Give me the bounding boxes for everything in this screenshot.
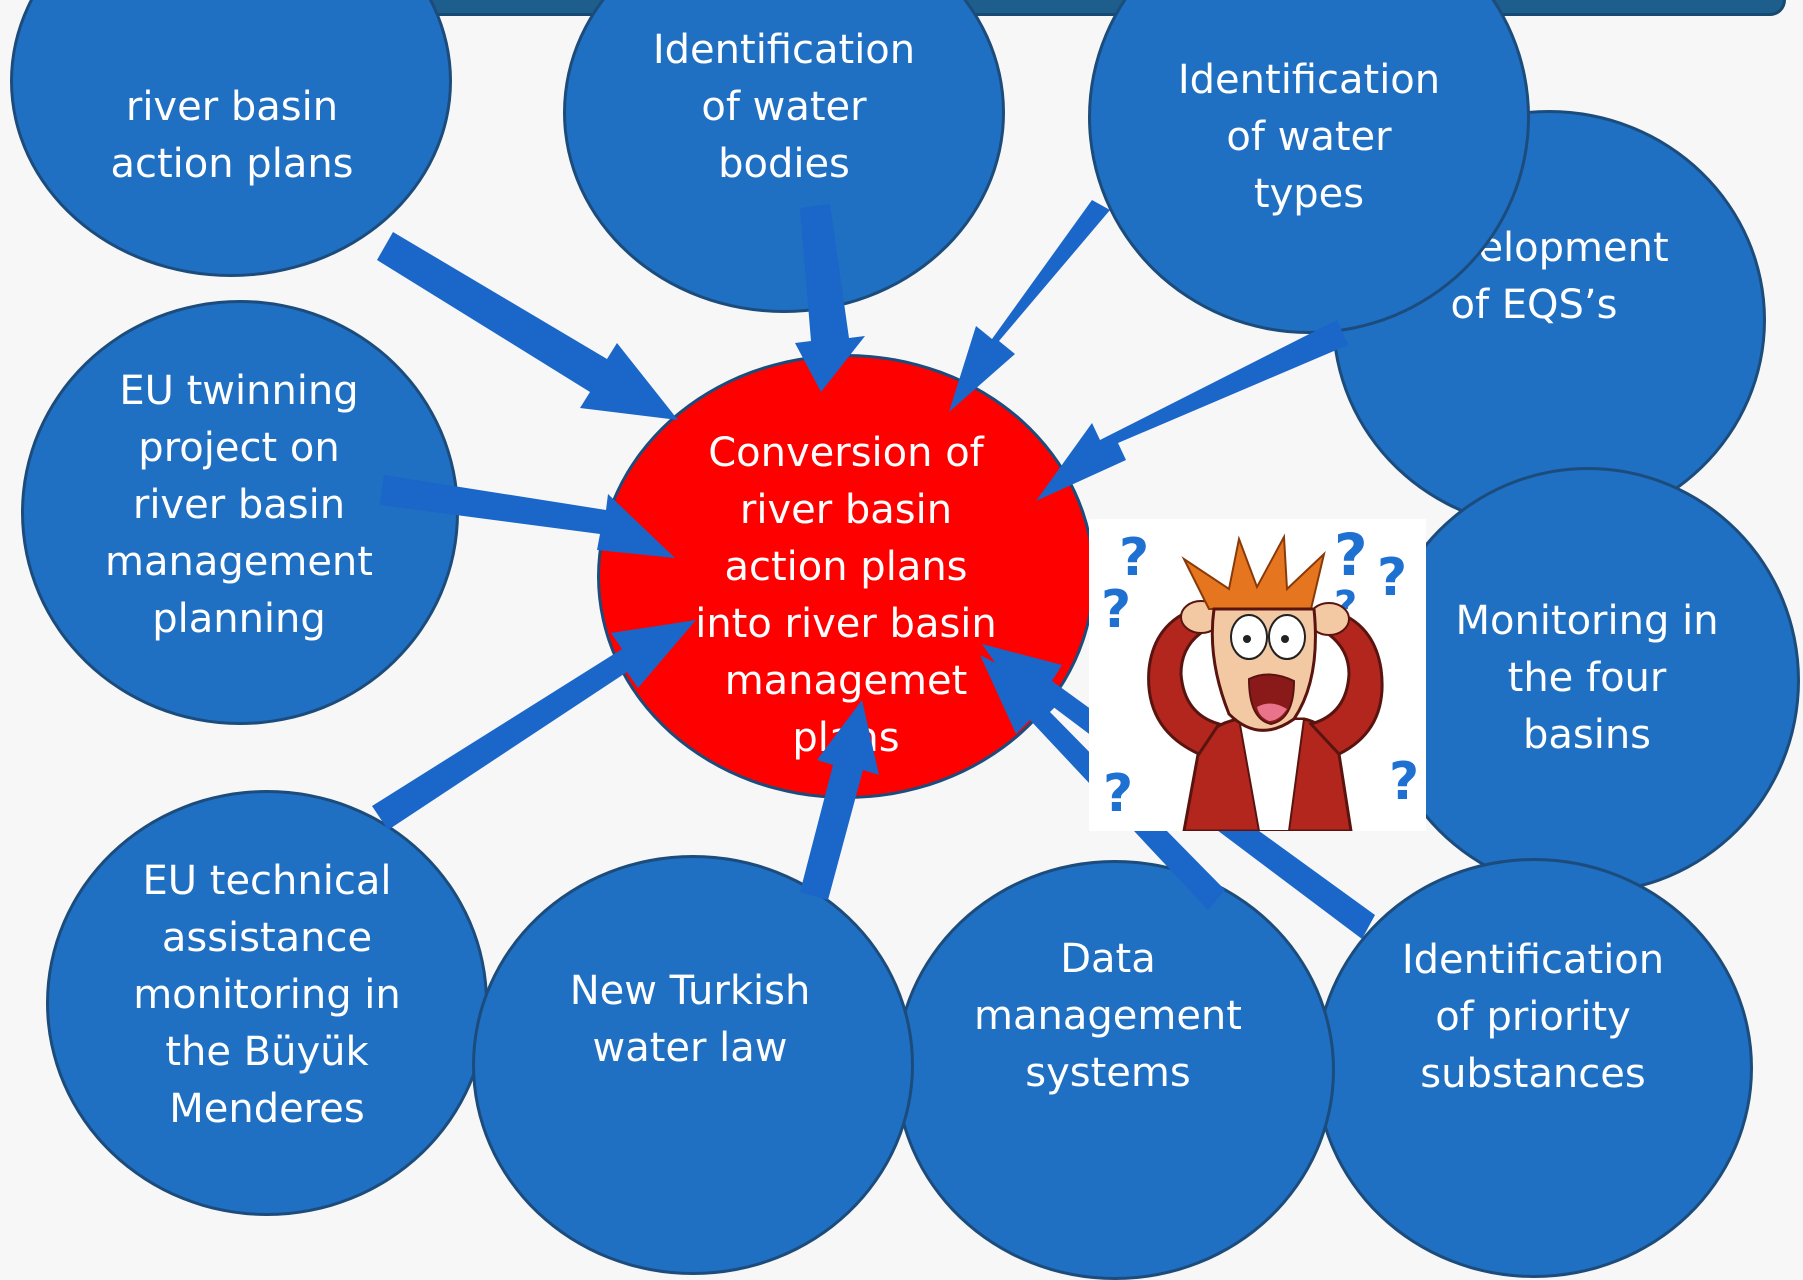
- node-data-management-systems: Data management systems: [895, 860, 1335, 1280]
- node-label: Identification of water bodies: [652, 27, 916, 187]
- node-new-turkish-water-law: New Turkish water law: [472, 855, 914, 1275]
- node-identification-of-water-types: Identification of water types: [1088, 0, 1530, 334]
- node-label: Identification of priority substances: [1401, 936, 1665, 1097]
- arrow-from-eqs: [1036, 320, 1348, 501]
- node-label: Data management systems: [974, 935, 1242, 1096]
- confused-man-cartoon-icon: ? ? ? ? ? ? ?: [1101, 521, 1419, 833]
- arrow-from-river-basin-action-plans: [377, 232, 678, 420]
- center-node-label: Conversion of river basin action plans i…: [695, 430, 997, 761]
- node-label: EU twinning project on river basin manag…: [105, 368, 373, 642]
- question-mark-icon: ?: [1101, 580, 1131, 640]
- question-mark-icon: ?: [1103, 764, 1133, 824]
- node-label: Monitoring in the four basins: [1455, 598, 1719, 758]
- node-label: EU technical assistance monitoring in th…: [133, 857, 401, 1132]
- arrow-from-water-types: [949, 200, 1110, 412]
- node-identification-of-priority-substances: Identification of priority substances: [1315, 858, 1753, 1278]
- node-label: river basin action plans: [110, 84, 354, 187]
- arrow-from-eu-technical-assistance: [372, 620, 696, 830]
- confused-man-cartoon: ? ? ? ? ? ? ?: [1089, 519, 1426, 833]
- node-eu-technical-assistance: EU technical assistance monitoring in th…: [46, 790, 488, 1216]
- diagram-canvas: river basin action plans Identification …: [10, 0, 1800, 1280]
- arrow-from-water-bodies: [795, 204, 865, 392]
- node-label: Identification of water types: [1177, 56, 1441, 217]
- question-mark-icon: ?: [1119, 528, 1149, 588]
- node-eu-twinning-project: EU twinning project on river basin manag…: [21, 300, 459, 725]
- node-monitoring-in-four-basins: Monitoring in the four basins: [1376, 467, 1800, 894]
- node-label: New Turkish water law: [569, 968, 811, 1071]
- question-mark-icon: ?: [1334, 521, 1368, 589]
- arrow-from-new-turkish-water-law: [800, 700, 879, 900]
- arrows-layer: [372, 200, 1375, 939]
- question-mark-icon: ?: [1377, 548, 1407, 608]
- arrow-from-eu-twinning: [380, 475, 675, 558]
- question-mark-icon: ?: [1389, 752, 1419, 812]
